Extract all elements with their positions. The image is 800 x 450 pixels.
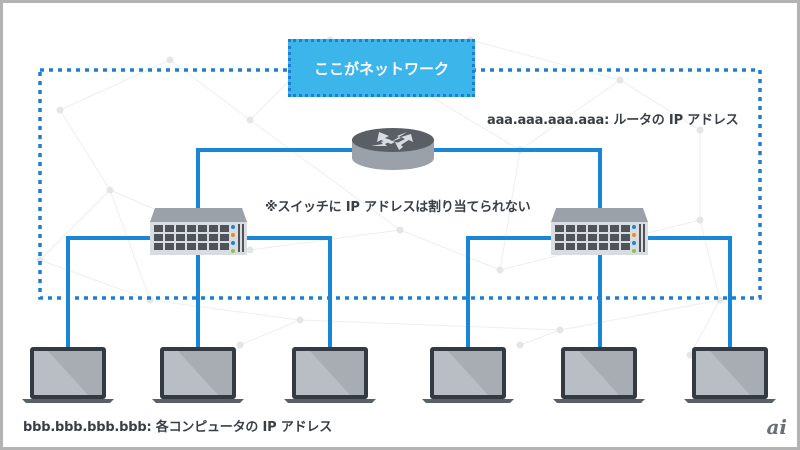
ai-logo: ai (766, 415, 787, 439)
wire-right-switch-pc6 (648, 236, 732, 350)
wire-router-right-switch (434, 148, 602, 210)
computer-4-laptop-icon (422, 347, 514, 403)
router-ip-label: aaa.aaa.aaa.aaa: ルータの IP アドレス (487, 113, 739, 128)
wire-left-switch-pc3 (247, 236, 332, 350)
computer-ip-label: bbb.bbb.bbb.bbb: 各コンピュータの IP アドレス (23, 420, 333, 435)
computer-6-laptop-icon (684, 347, 776, 403)
computer-5-laptop-icon (553, 347, 645, 403)
router-icon (352, 128, 434, 170)
network-boundary (38, 68, 762, 300)
computer-3-laptop-icon (284, 347, 376, 403)
computer-1-laptop-icon (22, 347, 114, 403)
switch-right-icon (551, 208, 648, 255)
switch-note-label: ※スイッチに IP アドレスは割り当てられない (265, 200, 531, 215)
diagram-canvas (22, 36, 776, 403)
wire-left-switch-pc1 (66, 236, 150, 350)
network-diagram: ここがネットワーク aaa.aaa.aaa.aaa: ルータの IP アドレス … (3, 3, 797, 447)
wire-right-switch-pc4 (466, 236, 551, 350)
wire-router-left-switch (196, 148, 352, 210)
network-label-box: ここがネットワーク (288, 39, 475, 97)
wires (66, 148, 732, 350)
network-label: ここがネットワーク (313, 59, 449, 78)
switch-left-icon (150, 208, 247, 255)
computer-2-laptop-icon (152, 347, 244, 403)
